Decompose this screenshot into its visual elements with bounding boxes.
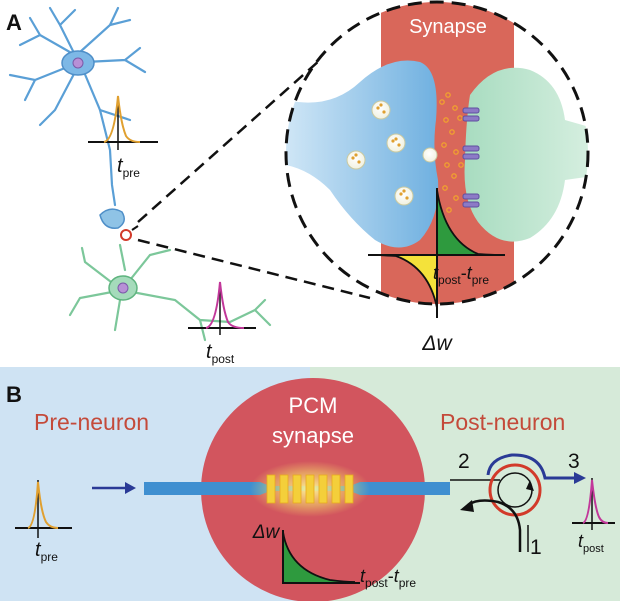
panel-b-label: B xyxy=(6,382,22,407)
panel-a: A xyxy=(6,0,590,366)
receptors xyxy=(462,107,480,208)
pcm-label-line1: PCM xyxy=(289,393,338,418)
vesicles xyxy=(346,100,438,206)
zoom-line-lower xyxy=(137,238,371,300)
pcm-label-line2: synapse xyxy=(272,423,354,448)
delta-w-label-a: Δw xyxy=(421,332,453,355)
t-post-label-b: tpost xyxy=(578,531,604,555)
stdp-axis-label-a: tpost-tpre xyxy=(433,263,489,287)
stdp-curve-b xyxy=(282,530,360,584)
t-post-label: tpost xyxy=(206,341,235,366)
t-pre-label: tpre xyxy=(117,155,140,180)
small-synapse-terminal xyxy=(99,208,125,229)
control-waveguide xyxy=(467,499,522,552)
post-spike-b xyxy=(572,478,615,530)
panel-b: B Pre-neuron Post-neuron tpre PCM synaps… xyxy=(0,367,620,601)
upper-bus xyxy=(486,453,578,480)
t-pre-label-b: tpre xyxy=(35,539,58,564)
delta-w-label-b: Δw xyxy=(252,522,281,543)
input-arrowhead xyxy=(125,482,136,494)
stdp-axis-label-b: tpost-tpre xyxy=(360,566,416,590)
stdp-green-a xyxy=(437,190,500,255)
stdp-curve-a xyxy=(368,188,505,318)
pre-neuron-label: Pre-neuron xyxy=(34,409,149,435)
port-2-label: 2 xyxy=(458,450,470,473)
stdp-yellow-a xyxy=(375,255,437,308)
synapse-zoom-marker xyxy=(120,229,132,241)
pre-neuron-nucleus xyxy=(72,57,84,69)
post-spike xyxy=(188,281,256,335)
post-neuron-label: Post-neuron xyxy=(440,409,565,435)
port-1-label: 1 xyxy=(530,536,542,559)
zoom-line-upper xyxy=(137,59,321,223)
pre-spike-b xyxy=(15,480,72,538)
zoom-tick xyxy=(131,225,139,231)
pcm-cells xyxy=(266,474,354,504)
ring-resonator xyxy=(450,453,586,552)
port-3-label: 3 xyxy=(568,450,580,473)
stdp-green-b xyxy=(283,532,355,582)
neurotransmitters xyxy=(439,92,464,213)
pre-spike xyxy=(88,95,158,150)
post-neuron-nucleus xyxy=(117,282,129,294)
post-neuron-cell xyxy=(68,243,272,342)
post-terminal xyxy=(464,67,588,242)
zoom-circle xyxy=(284,0,590,306)
vesicle-dots xyxy=(351,103,409,200)
waveguide xyxy=(144,482,450,495)
panel-a-label: A xyxy=(6,10,22,35)
synapse-label: Synapse xyxy=(409,16,487,38)
zoom-content xyxy=(286,2,588,304)
